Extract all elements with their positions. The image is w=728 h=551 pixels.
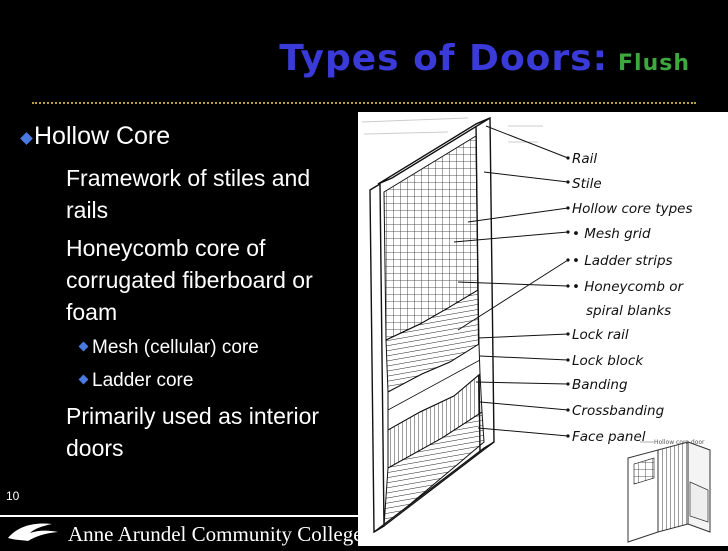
label-rail: Rail (572, 151, 597, 167)
bullet-framework: Framework of stiles and rails (66, 165, 311, 223)
title-divider (32, 102, 696, 104)
footer-logo: Anne Arundel Community College (6, 520, 363, 546)
label-hollow-core-types: Hollow core types (572, 201, 693, 217)
label-lock-rail: Lock rail (572, 327, 629, 343)
door-illustration: Rail Stile Hollow core types • Mesh grid… (361, 116, 711, 543)
bullet-diamond-icon (78, 341, 89, 352)
slide-title: Types of Doors: Flush (0, 38, 690, 79)
label-ladder-strips: • Ladder strips (572, 253, 673, 269)
bullet-list: Hollow Core Framework of stiles and rail… (0, 0, 360, 470)
bullet-diamond-icon (20, 132, 33, 145)
bird-logo-icon (8, 523, 58, 541)
label-spiral-blanks: spiral blanks (586, 303, 671, 319)
label-honeycomb: • Honeycomb or (572, 279, 684, 295)
bullet-hollow-core: Hollow Core (34, 122, 171, 150)
label-banding: Banding (572, 377, 628, 393)
bullet-honeycomb: Honeycomb core of corrugated fiberboard … (66, 235, 313, 325)
title-subtitle: Flush (618, 51, 690, 76)
bullet-interior-doors: Primarily used as interior doors (66, 403, 320, 461)
college-name: Anne Arundel Community College (68, 522, 363, 546)
label-stile: Stile (572, 176, 602, 192)
inset-caption: Hollow core door (654, 439, 705, 446)
title-main: Types of Doors: (279, 38, 608, 79)
label-lock-block: Lock block (572, 353, 644, 369)
label-mesh-grid: • Mesh grid (572, 226, 651, 242)
bullet-mesh-core: Mesh (cellular) core (92, 337, 259, 358)
inset-door-sketch: Hollow core door (627, 439, 711, 543)
bullet-ladder-core: Ladder core (92, 370, 194, 391)
label-face-panel: Face panel (572, 429, 646, 445)
door-diagram: Rail Stile Hollow core types • Mesh grid… (358, 112, 728, 546)
page-number: 10 (6, 489, 20, 503)
footer-divider (0, 515, 358, 517)
bullet-diamond-icon (78, 374, 89, 385)
label-crossbanding: Crossbanding (572, 403, 665, 419)
